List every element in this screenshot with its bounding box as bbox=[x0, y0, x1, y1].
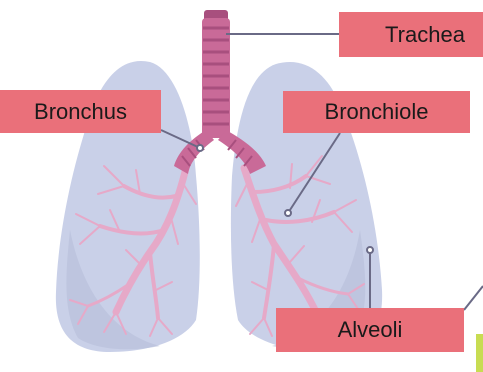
bronchiole-pointer-dot bbox=[285, 210, 291, 216]
bronchus-pointer-dot bbox=[197, 145, 203, 151]
bronchus-label: Bronchus bbox=[0, 90, 161, 133]
bronchiole-label: Bronchiole bbox=[283, 91, 470, 133]
trachea bbox=[202, 10, 230, 138]
trachea-label: Trachea bbox=[339, 12, 483, 57]
alveoli-pointer-dot bbox=[367, 247, 373, 253]
alveoli-label: Alveoli bbox=[276, 308, 464, 352]
accent-bar bbox=[476, 334, 483, 372]
extra-leader bbox=[464, 286, 483, 310]
